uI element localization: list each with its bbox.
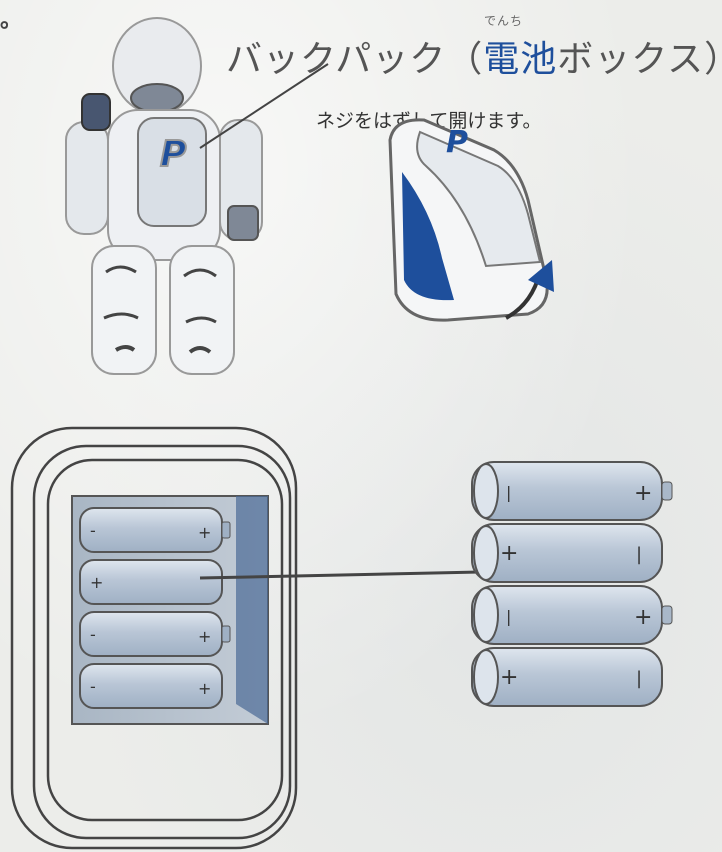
plus-terminal-icon: + — [500, 665, 518, 690]
svg-text:|: | — [506, 607, 511, 626]
plus-terminal-icon: + — [198, 679, 211, 698]
robot-figure-icon: P — [65, 17, 263, 375]
compartment-battery-icon — [79, 611, 231, 657]
corner-mark: 。 — [0, 8, 23, 33]
minus-terminal-icon: - — [90, 625, 96, 644]
svg-text:P: P — [160, 134, 186, 175]
minus-terminal-icon: - — [90, 677, 96, 696]
battery-compartment-icon — [10, 426, 298, 850]
connector-line — [199, 570, 481, 580]
backpack-label-emphasis: 電池 — [483, 39, 558, 80]
svg-text:P: P — [446, 125, 468, 160]
compartment-battery-icon — [79, 663, 223, 709]
aa-battery-icon: | + — [471, 461, 673, 521]
plus-terminal-icon: + — [634, 605, 652, 630]
plus-terminal-icon: + — [90, 573, 103, 592]
aa-battery-icon: | + — [471, 585, 673, 645]
plus-terminal-icon: + — [198, 523, 211, 542]
plus-terminal-icon: + — [634, 481, 652, 506]
battery-box-lid-icon: P — [388, 118, 554, 322]
compartment-battery-icon — [79, 507, 231, 553]
svg-text:|: | — [636, 668, 642, 689]
aa-battery-icon: + | — [471, 523, 663, 583]
compartment-wall — [236, 496, 268, 724]
backpack-label-suffix: ボックス） — [557, 39, 722, 80]
svg-text:|: | — [506, 483, 511, 502]
backpack-label: バックパック（電池ボックス） でんち — [226, 14, 722, 82]
backpack-label-ruby: でんち — [484, 14, 524, 28]
backpack-label-prefix: バックパック（ — [226, 39, 484, 80]
minus-terminal-icon: - — [90, 521, 96, 540]
leader-line — [199, 63, 329, 149]
compartment-battery-icon — [79, 559, 223, 605]
plus-terminal-icon: + — [198, 627, 211, 646]
aa-battery-icon: + | — [471, 647, 663, 707]
plus-terminal-icon: + — [500, 541, 518, 566]
svg-text:|: | — [636, 544, 642, 565]
